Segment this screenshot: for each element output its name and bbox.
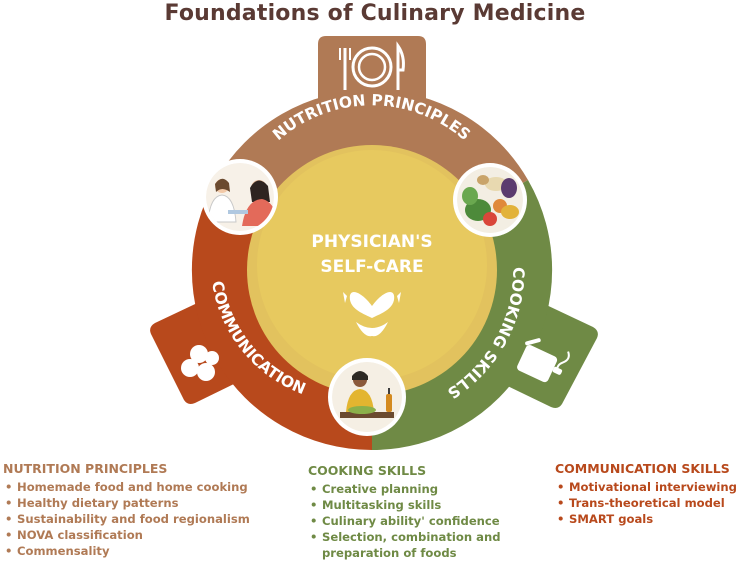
list-item: Commensality (3, 543, 303, 559)
page-title: Foundations of Culinary Medicine (164, 1, 586, 26)
communication-list-heading: COMMUNICATION SKILLS (555, 461, 730, 476)
list-item: Homemade food and home cooking (3, 479, 303, 495)
list-item: Multitasking skills (308, 497, 533, 513)
list-item: SMART goals (555, 511, 750, 527)
healthy-food-plate-icon (453, 163, 527, 237)
cooking-list-heading: COOKING SKILLS (308, 463, 427, 478)
center-label-line2: SELF-CARE (320, 257, 423, 277)
doctor-patient-icon (202, 159, 278, 235)
people-group-icon (181, 345, 219, 381)
woman-cooking-icon (328, 358, 406, 436)
culinary-medicine-diagram: PHYSICIAN'S SELF-CARE NUTRITION PRINCIPL… (150, 36, 598, 451)
nutrition-principles-list: NUTRITION PRINCIPLES Homemade food and h… (3, 461, 303, 559)
nutrition-list-heading: NUTRITION PRINCIPLES (3, 461, 168, 476)
list-item: Healthy dietary patterns (3, 495, 303, 511)
list-item: Trans-theoretical model (555, 495, 750, 511)
communication-skills-list: COMMUNICATION SKILLS Motivational interv… (555, 461, 750, 527)
cooking-skills-list: COOKING SKILLS Creative planning Multita… (308, 463, 533, 561)
center-circle (257, 150, 487, 380)
list-item: Motivational interviewing (555, 479, 750, 495)
hands-heart-icon (343, 292, 401, 337)
list-item: Sustainability and food regionalism (3, 511, 303, 527)
list-item: Selection, combination and preparation o… (308, 529, 533, 561)
center-label-line1: PHYSICIAN'S (311, 232, 432, 252)
plate-fork-knife-icon (339, 41, 405, 90)
list-item: Culinary ability' confidence (308, 513, 533, 529)
list-item: Creative planning (308, 481, 533, 497)
list-item: NOVA classification (3, 527, 303, 543)
cooking-pot-icon (517, 338, 570, 383)
